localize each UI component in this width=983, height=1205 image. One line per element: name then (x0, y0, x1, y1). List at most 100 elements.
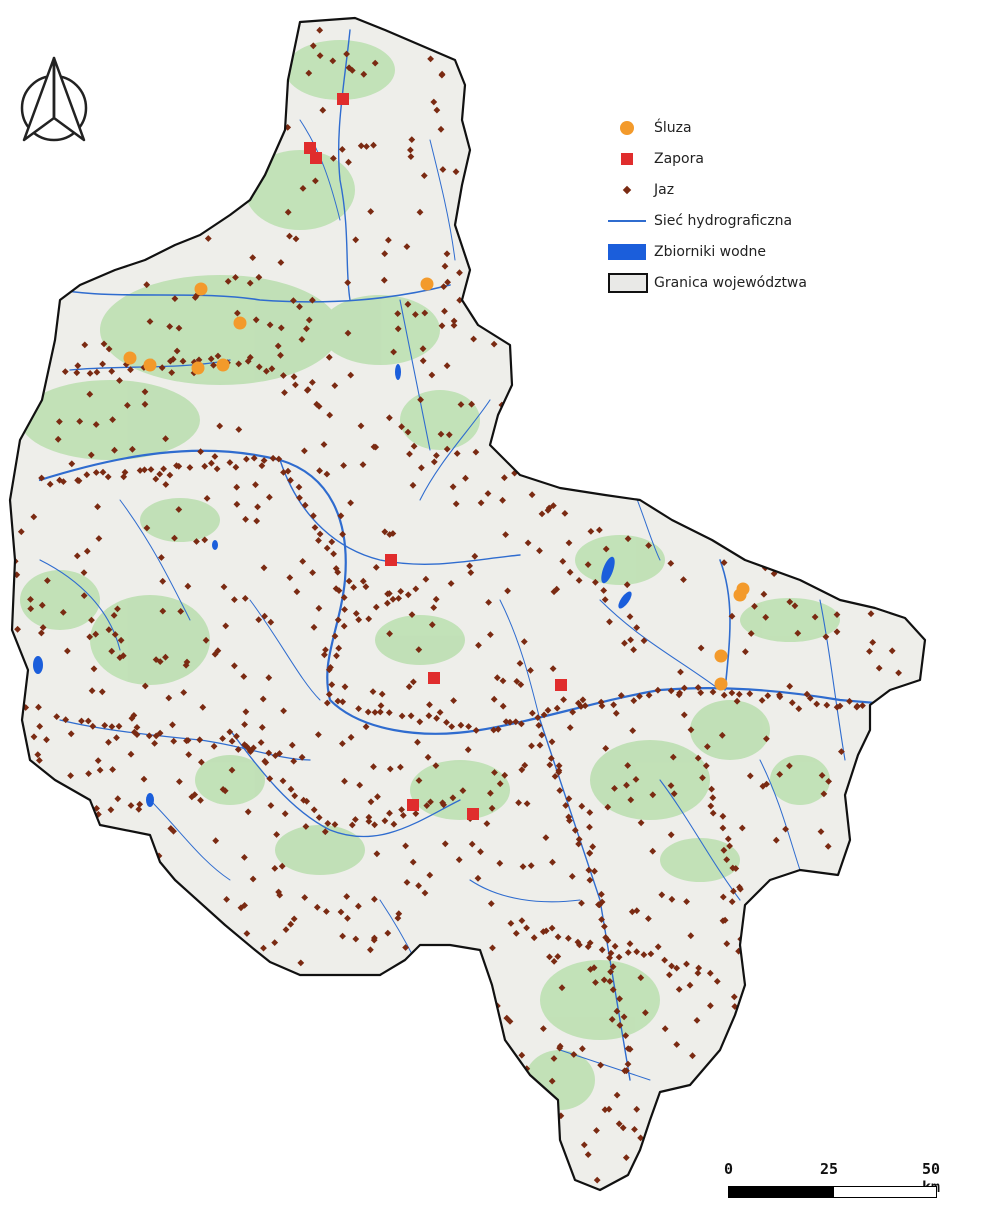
weir-marker (315, 604, 323, 612)
weir-marker (504, 587, 511, 595)
weir-marker (325, 666, 333, 674)
weir-marker (323, 470, 331, 478)
weir-marker (242, 515, 249, 523)
weir-marker (381, 528, 389, 536)
weir-marker (466, 562, 473, 570)
weir-marker (352, 610, 360, 617)
weir-marker (502, 718, 510, 725)
weir-marker (340, 594, 348, 601)
weir-marker (80, 592, 88, 599)
weir-marker (286, 574, 294, 581)
weir-marker (416, 208, 424, 216)
weir-marker (224, 278, 232, 285)
weir-marker (260, 944, 267, 952)
weir-marker (502, 531, 509, 538)
weir-marker (441, 840, 449, 848)
weir-marker (430, 458, 438, 466)
lock-marker (420, 277, 434, 291)
weir-marker (275, 455, 283, 463)
border-symbol-icon (608, 272, 648, 293)
weir-marker (271, 865, 279, 872)
weir-marker (204, 235, 212, 242)
weir-marker (145, 732, 153, 740)
weir-marker (203, 495, 211, 502)
weir-marker (471, 552, 479, 560)
weir-marker (156, 729, 164, 737)
weir-marker (241, 721, 248, 728)
weir-marker (121, 468, 129, 476)
weir-marker (249, 875, 257, 883)
legend-label-weir: Jaz (654, 181, 675, 198)
weir-marker (105, 738, 112, 746)
weir-marker (92, 469, 100, 476)
weir-marker (56, 418, 63, 425)
weir-marker (129, 445, 136, 453)
weir-marker (242, 708, 250, 716)
weir-marker (371, 895, 378, 903)
weir-marker (483, 820, 491, 827)
weir-marker (286, 232, 293, 240)
weir-marker (426, 701, 433, 709)
weir-marker (309, 379, 316, 386)
weir-marker (211, 650, 219, 658)
weir-marker (433, 106, 441, 114)
weir-marker (352, 816, 359, 823)
weir-marker (397, 763, 404, 771)
weir-marker (210, 742, 218, 750)
weir-marker (355, 902, 362, 910)
weir-marker (499, 702, 507, 710)
weir-marker (341, 683, 349, 691)
weir-marker (344, 329, 352, 337)
weir-marker (260, 564, 268, 572)
weir-marker (261, 612, 268, 620)
weir-marker (370, 141, 377, 149)
weir-marker (282, 926, 290, 933)
weir-marker (470, 335, 477, 343)
weir-marker (234, 309, 241, 317)
weir-marker (292, 235, 300, 243)
weir-marker (14, 625, 21, 633)
water-symbol-icon (608, 243, 646, 260)
weir-marker (54, 435, 62, 443)
weir-marker (175, 324, 183, 332)
weir-marker (280, 372, 287, 379)
weir-marker (430, 98, 438, 106)
weir-marker (328, 538, 336, 546)
weir-marker (292, 381, 299, 389)
weir-marker (293, 588, 301, 596)
weir-marker (30, 733, 38, 741)
weir-marker (415, 777, 423, 784)
weir-marker (343, 50, 350, 58)
weir-marker (85, 770, 92, 777)
weir-marker (499, 677, 507, 685)
legend-item-lock: Śluza (604, 112, 834, 143)
weir-marker (296, 494, 303, 502)
weir-marker (372, 564, 380, 571)
weir-marker (302, 823, 310, 830)
weir-marker (287, 476, 294, 484)
weir-marker (124, 402, 131, 409)
weir-marker (438, 71, 446, 79)
weir-marker (110, 612, 118, 619)
weir-marker (403, 879, 411, 886)
weir-marker (281, 810, 289, 818)
weir-marker (377, 702, 385, 709)
weir-marker (371, 821, 378, 829)
weir-marker (199, 703, 207, 711)
weir-marker (613, 1091, 621, 1099)
dam-marker (310, 152, 322, 164)
weir-marker (228, 737, 236, 745)
weir-marker (228, 766, 236, 774)
weir-marker (89, 722, 97, 730)
weir-marker (381, 250, 389, 258)
weir-marker (404, 591, 412, 599)
weir-marker (141, 400, 149, 408)
weir-marker (201, 462, 209, 470)
weir-marker (332, 585, 340, 592)
water-bodies (33, 364, 632, 807)
weir-marker (244, 808, 252, 816)
weir-marker (341, 777, 348, 785)
weir-marker (34, 751, 42, 758)
legend-item-river: Sieć hydrograficzna (604, 205, 834, 236)
weir-marker (425, 712, 433, 720)
